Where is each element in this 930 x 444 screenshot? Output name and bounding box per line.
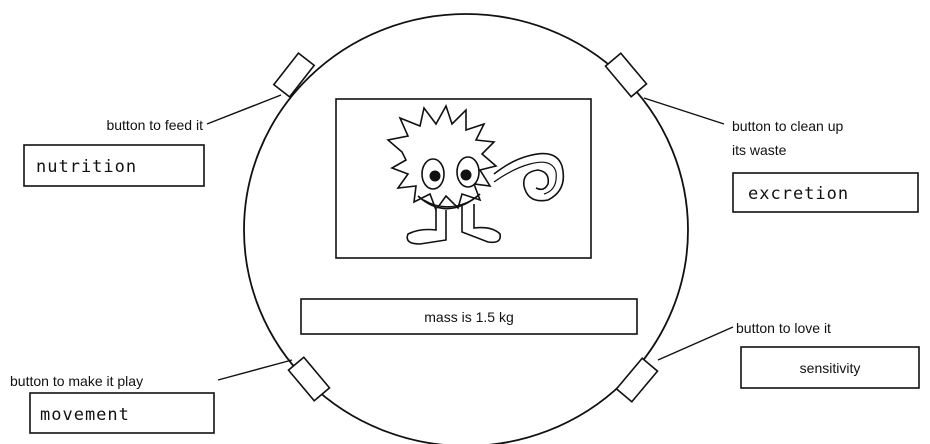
- excretion-answer: excretion: [748, 184, 849, 204]
- feed-label: button to feed it: [106, 117, 203, 133]
- love-label: button to love it: [736, 320, 831, 336]
- movement-answer: movement: [40, 405, 130, 425]
- mass-display-text: mass is 1.5 kg: [424, 309, 513, 325]
- sensitivity-answer: sensitivity: [800, 360, 861, 376]
- nutrition-answer: nutrition: [36, 157, 137, 177]
- love-leader-line: [658, 327, 733, 360]
- play-leader-line: [218, 360, 292, 380]
- clean-label-line1: button to clean up: [732, 118, 844, 134]
- feed-leader-line: [207, 95, 281, 124]
- clean-label-line2: its waste: [732, 142, 787, 158]
- play-label: button to make it play: [10, 373, 143, 389]
